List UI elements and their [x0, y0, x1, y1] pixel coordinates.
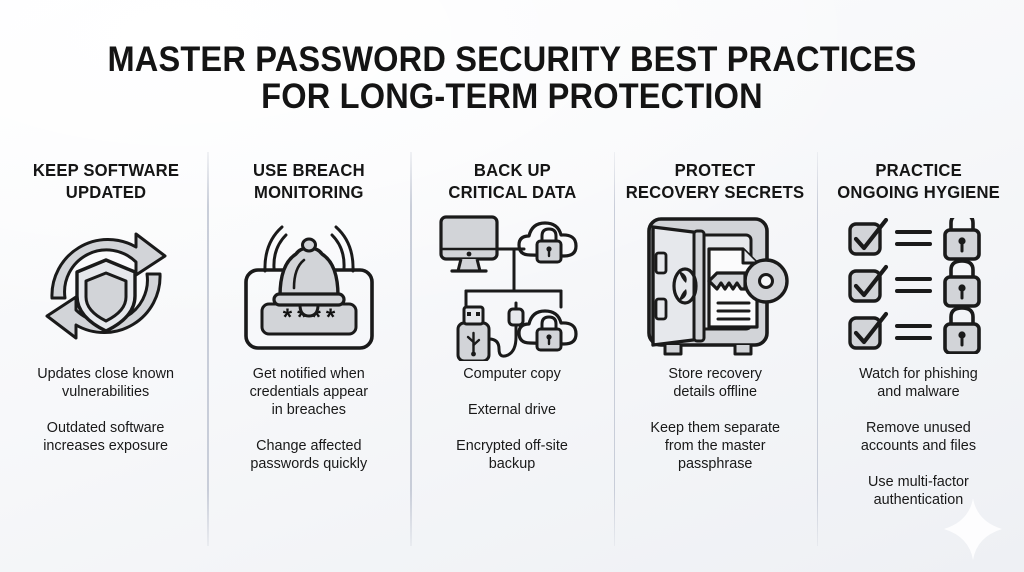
column-title: PROTECT RECOVERY SECRETS	[625, 160, 805, 202]
bullet-item: Get notified when credentials appear in …	[249, 366, 368, 418]
column-bullets: Updates close known vulnerabilities Outd…	[10, 365, 201, 455]
bullet-item: Use multi-factor authentication	[868, 474, 969, 508]
column-back-up-critical-data: BACK UP CRITICAL DATA	[410, 150, 613, 550]
backup-network-icon	[436, 211, 588, 361]
safe-key-document-icon	[639, 211, 791, 361]
bullet-item: Computer copy	[463, 366, 561, 382]
bullet-item: Remove unused accounts and files	[860, 420, 977, 454]
column-bullets: Get notified when credentials appear in …	[213, 365, 404, 473]
column-protect-recovery-secrets: PROTECT RECOVERY SECRETS	[613, 150, 817, 550]
page-title: MASTER PASSWORD SECURITY BEST PRACTICES …	[0, 41, 1024, 115]
column-title: KEEP SOFTWARE UPDATED	[32, 160, 179, 202]
bullet-item: Store recovery details offline	[668, 366, 762, 400]
column-bullets: Computer copy External drive Encrypted o…	[416, 365, 607, 473]
column-bullets: Store recovery details offline Keep them…	[620, 365, 811, 473]
bell-password-alert-icon: ****	[234, 211, 384, 361]
practice-columns: KEEP SOFTWARE UPDATED Updates close know…	[4, 150, 1020, 550]
column-use-breach-monitoring: USE BREACH MONITORING ****	[207, 150, 410, 550]
column-title: BACK UP CRITICAL DATA	[447, 160, 577, 202]
column-title: USE BREACH MONITORING	[252, 160, 365, 202]
bullet-item: External drive	[468, 402, 556, 418]
bullet-item: Encrypted off-site backup	[456, 438, 568, 472]
bullet-item: Change affected passwords quickly	[250, 438, 368, 472]
bullet-item: Outdated software increases exposure	[43, 420, 168, 454]
refresh-shield-icon	[32, 211, 180, 361]
bullet-item: Updates close known vulnerabilities	[37, 366, 174, 400]
page-title-line-2: FOR LONG-TERM PROTECTION	[261, 77, 763, 116]
column-practice-ongoing-hygiene: PRACTICE ONGOING HYGIENE	[816, 150, 1020, 550]
column-keep-software-updated: KEEP SOFTWARE UPDATED Updates close know…	[4, 150, 207, 550]
column-bullets: Watch for phishing and malware Remove un…	[823, 365, 1014, 509]
bullet-item: Watch for phishing and malware	[859, 366, 978, 400]
page-title-line-1: MASTER PASSWORD SECURITY BEST PRACTICES	[107, 40, 917, 79]
checklist-padlocks-icon	[842, 211, 994, 361]
bullet-item: Keep them separate from the master passp…	[650, 420, 781, 472]
column-title: PRACTICE ONGOING HYGIENE	[837, 160, 1000, 202]
